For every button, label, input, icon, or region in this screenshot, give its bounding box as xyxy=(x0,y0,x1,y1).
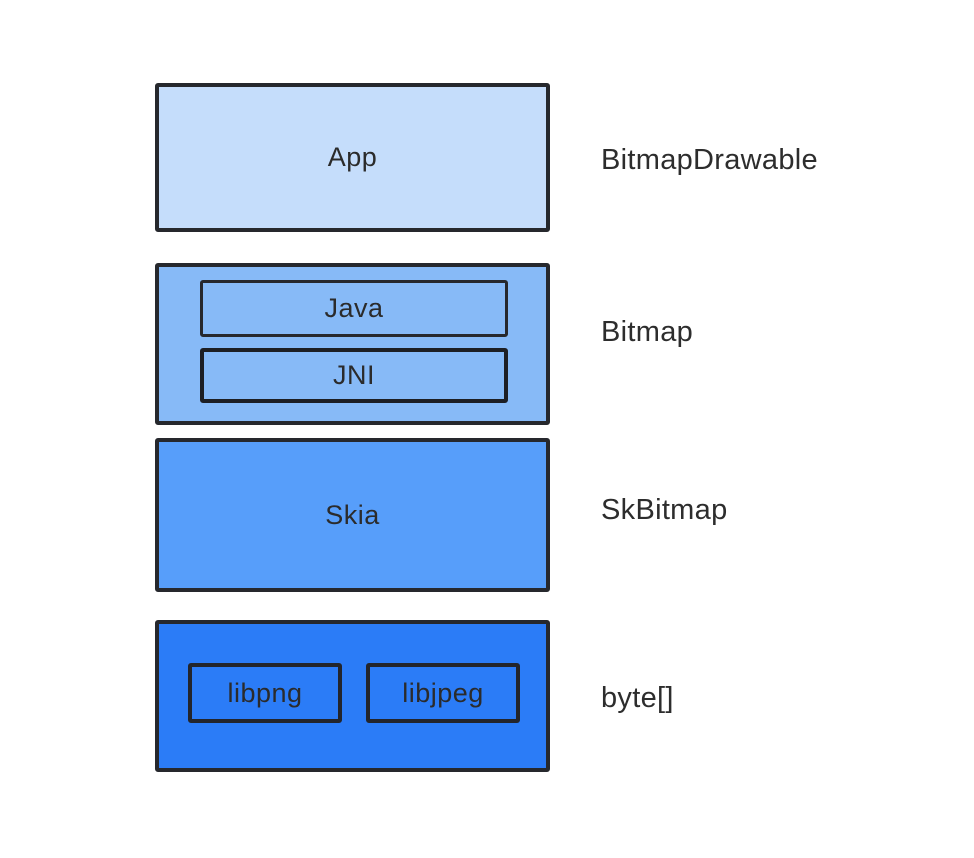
inner-box-jni-label: JNI xyxy=(333,360,375,390)
layer-box-skia: Skia xyxy=(155,438,550,592)
side-label-bitmapdrawable: BitmapDrawable xyxy=(601,144,818,176)
inner-box-libpng: libpng xyxy=(188,663,342,723)
layer-box-skia-label: Skia xyxy=(325,499,380,530)
layer-box-bitmap: Java JNI xyxy=(155,263,550,425)
layer-box-byte: libpng libjpeg xyxy=(155,620,550,772)
inner-box-jni: JNI xyxy=(200,348,508,403)
side-label-byte-array: byte[] xyxy=(601,682,674,714)
side-label-skbitmap: SkBitmap xyxy=(601,494,728,526)
layer-box-app: App xyxy=(155,83,550,232)
inner-box-java: Java xyxy=(200,280,508,337)
inner-box-libpng-label: libpng xyxy=(227,677,303,708)
inner-box-libjpeg-label: libjpeg xyxy=(402,677,484,708)
inner-box-libjpeg: libjpeg xyxy=(366,663,520,723)
layer-box-app-label: App xyxy=(327,142,378,172)
inner-box-java-label: Java xyxy=(324,293,384,323)
side-label-bitmap: Bitmap xyxy=(601,316,694,348)
